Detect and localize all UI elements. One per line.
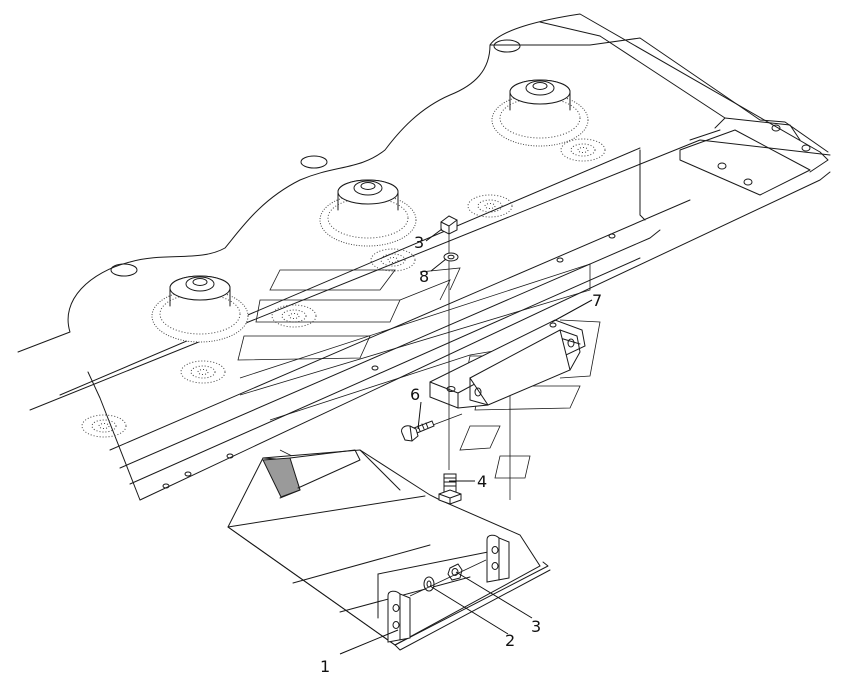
lug-right	[486, 534, 510, 583]
fastener-stack	[438, 215, 462, 505]
lock-washer	[443, 252, 459, 262]
disc-hub	[151, 275, 249, 343]
disc-hub	[319, 179, 417, 247]
leader-lines	[339, 228, 593, 655]
bolt-4	[438, 473, 462, 505]
callout-2: 2	[505, 631, 515, 650]
bolt-6	[401, 413, 463, 442]
cutter-bar	[17, 13, 831, 501]
disc-hubs	[81, 79, 606, 438]
idler-gears	[81, 138, 606, 438]
callout-3-skid: 3	[531, 617, 541, 636]
callout-labels: 1 2 3 3 4 6 7 8	[320, 233, 602, 676]
callout-1: 1	[320, 657, 330, 676]
callout-7: 7	[592, 291, 602, 310]
bracket	[429, 319, 586, 409]
top-nut	[440, 215, 458, 235]
callout-8: 8	[419, 267, 429, 286]
callout-4: 4	[477, 472, 487, 491]
callout-3-top: 3	[414, 233, 424, 252]
disc-hub	[491, 79, 589, 147]
lug-left	[387, 590, 411, 643]
callout-6: 6	[410, 385, 420, 404]
skid-shoe	[227, 449, 551, 651]
